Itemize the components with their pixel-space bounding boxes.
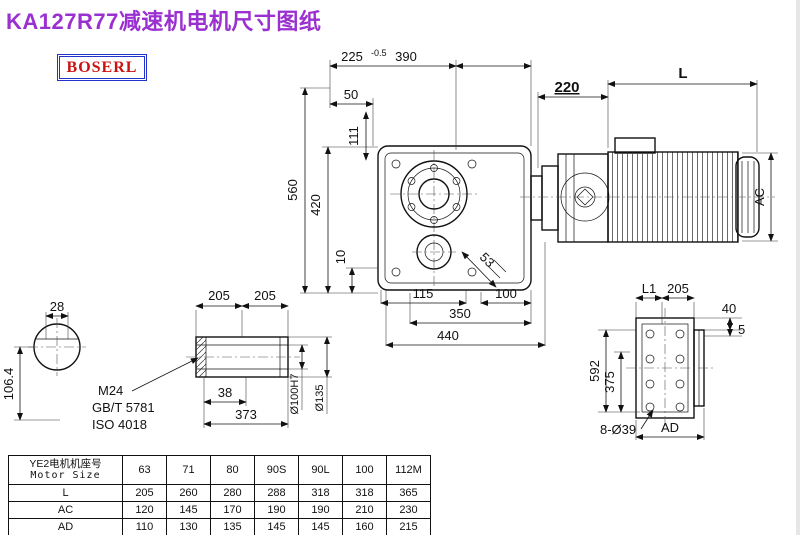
dim-350-label: 350 (449, 306, 471, 321)
table-cell: 190 (254, 500, 299, 519)
dim-106-label: 106.4 (1, 368, 16, 401)
dim-375-label: 375 (602, 371, 617, 393)
dim-bore-label: Ø100H7 (289, 374, 301, 415)
standard-gb-label: GB/T 5781 (92, 400, 155, 415)
table-cell: 318 (342, 483, 387, 502)
table-cell: 365 (386, 483, 431, 502)
table-cell: 120 (122, 500, 167, 519)
dim-38-label: 38 (218, 385, 232, 400)
thread-m24-label: M24 (98, 383, 123, 398)
motor-size-header: YE2电机机座号 Motor Size (8, 455, 123, 485)
dim-592-label: 592 (587, 360, 602, 382)
dimension-lines (16, 62, 775, 441)
dimension-labels: 225 -0.5 390 220 L 50 111 560 420 10 115… (1, 48, 767, 437)
table-cell: 210 (342, 500, 387, 519)
dim-440-label: 440 (437, 328, 459, 343)
row-label-AD: AD (8, 517, 123, 535)
table-row-AC: AC 120 145 170 190 190 210 230 (8, 500, 431, 519)
extension-lines (14, 60, 778, 440)
dim-50-label: 50 (344, 87, 358, 102)
table-cell: 280 (210, 483, 255, 502)
dim-100-label: 100 (495, 286, 517, 301)
table-cell: 215 (386, 517, 431, 535)
col-71: 71 (166, 455, 211, 485)
side-view (626, 308, 714, 428)
dim-111-label: 111 (346, 126, 361, 146)
table-cell: 110 (122, 517, 167, 535)
col-112M: 112M (386, 455, 431, 485)
dim-L1-label: L1 (642, 281, 656, 296)
dim-220-label: 220 (554, 79, 579, 96)
col-90S: 90S (254, 455, 299, 485)
col-90L: 90L (298, 455, 343, 485)
page-title: KA127R77减速机电机尺寸图纸 (6, 9, 322, 34)
boserl-logo-text: BOSERL (66, 58, 138, 76)
table-cell: 160 (342, 517, 387, 535)
table-cell: 260 (166, 483, 211, 502)
table-cell: 145 (298, 517, 343, 535)
boserl-logo: BOSERL (57, 54, 147, 81)
dim-L-label: L (678, 65, 687, 82)
col-80: 80 (210, 455, 255, 485)
dim-205c-label: 205 (667, 281, 689, 296)
dim-10-label: 10 (333, 250, 348, 264)
dim-390-label: 390 (395, 49, 417, 64)
table-header-row: YE2电机机座号 Motor Size 63 71 80 90S 90L 100… (8, 455, 431, 485)
table-cell: 318 (298, 483, 343, 502)
motor-size-header-en: Motor Size (30, 470, 101, 482)
dim-225-tolerance-label: -0.5 (371, 48, 387, 58)
table-cell: 288 (254, 483, 299, 502)
table-cell: 135 (210, 517, 255, 535)
table-cell: 145 (166, 500, 211, 519)
table-cell: 190 (298, 500, 343, 519)
dim-205a-label: 205 (208, 288, 230, 303)
dim-205b-label: 205 (254, 288, 276, 303)
dim-373-label: 373 (235, 407, 257, 422)
motor-size-table: YE2电机机座号 Motor Size 63 71 80 90S 90L 100… (8, 455, 431, 535)
col-63: 63 (122, 455, 167, 485)
table-row-L: L 205 260 280 288 318 318 365 (8, 483, 431, 502)
dim-225-label: 225 (341, 49, 363, 64)
table-cell: 130 (166, 517, 211, 535)
dim-5-label: 5 (738, 322, 745, 337)
hollow-shaft-view (186, 336, 300, 378)
col-100: 100 (342, 455, 387, 485)
dim-53-label: 53 (477, 249, 498, 270)
dim-420-label: 420 (308, 194, 323, 216)
bell-adapter-view (530, 153, 610, 243)
dim-28-label: 28 (50, 299, 64, 314)
table-cell: 230 (386, 500, 431, 519)
table-cell: 170 (210, 500, 255, 519)
dim-holes-label: 8-Ø39 (600, 422, 636, 437)
dim-560-label: 560 (285, 179, 300, 201)
row-label-AC: AC (8, 500, 123, 519)
gearbox-front-view (377, 145, 532, 291)
row-label-L: L (8, 483, 123, 502)
page-edge (796, 0, 800, 535)
table-cell: 205 (122, 483, 167, 502)
table-row-AD: AD 110 130 135 145 145 160 215 (8, 517, 431, 535)
dim-od135-label: Ø135 (314, 385, 326, 412)
dim-40-label: 40 (722, 301, 736, 316)
motor-view (520, 137, 775, 243)
dim-AD-label: AD (661, 420, 679, 435)
dim-AC-label: AC (752, 188, 767, 206)
table-cell: 145 (254, 517, 299, 535)
standard-iso-label: ISO 4018 (92, 417, 147, 432)
motor-size-header-cn: YE2电机机座号 (29, 458, 102, 470)
shaft-section-view (28, 318, 86, 376)
dim-115-label: 115 (413, 286, 434, 301)
